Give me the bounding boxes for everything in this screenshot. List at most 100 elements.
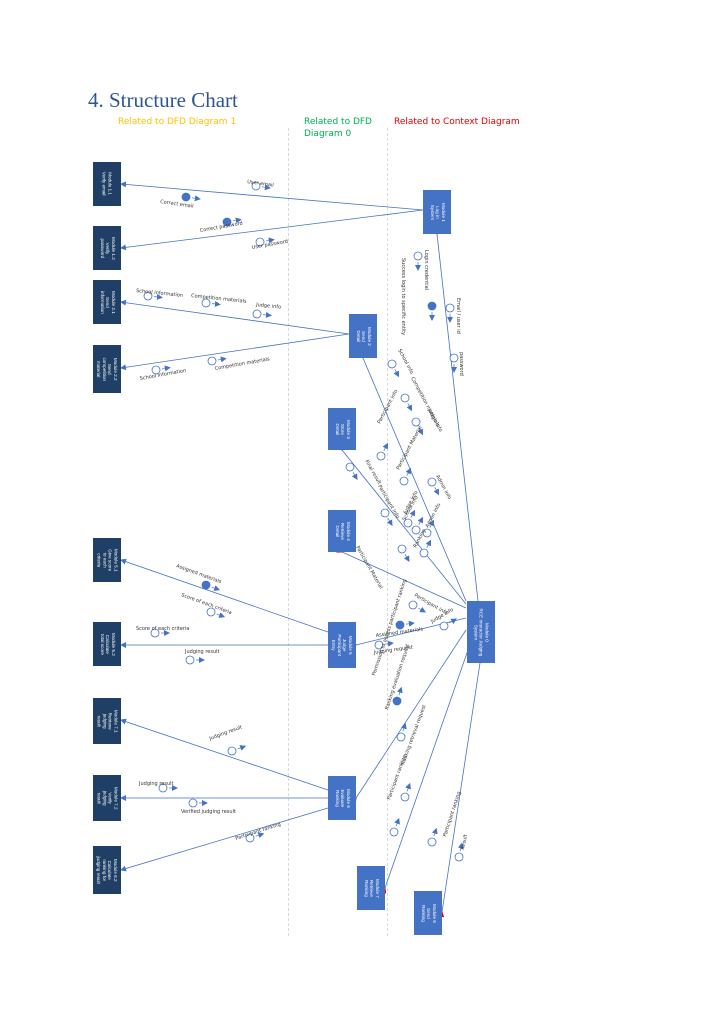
couple-arrow	[262, 311, 272, 318]
module-label: Module 4 Retrieve Detail	[334, 521, 351, 541]
couple-label: Judging result	[208, 724, 243, 742]
connection-line	[120, 333, 350, 371]
couple-label: Judge info	[255, 302, 282, 311]
connection-line	[380, 649, 469, 894]
data-couple: School info	[387, 348, 414, 378]
couple-arrow	[211, 300, 221, 307]
couple-label: School information	[139, 368, 186, 382]
module-7-2[interactable]: Module 7.2 Verify judging result	[93, 775, 121, 821]
data-couple: Success login to specific entity	[400, 258, 437, 335]
couple-circle	[397, 544, 407, 554]
connection-line	[120, 718, 329, 791]
connection-line	[350, 629, 467, 804]
column-label-dfd1: Related to DFD Diagram 1	[118, 117, 237, 127]
module-5-1[interactable]: Module 5.1 Give score to each criteria	[93, 538, 121, 582]
couple-label: Assigned materials	[175, 563, 222, 585]
connection-line	[358, 352, 467, 602]
module-label: Module 2 Send Detail	[355, 326, 372, 346]
couple-arrow	[393, 369, 400, 378]
couple-label: Judging result	[138, 781, 173, 787]
couple-circle	[399, 476, 409, 486]
module-1-1[interactable]: Module 1.1 Verify email	[93, 162, 121, 206]
module-7[interactable]: Module 7 Retrieve Ranking	[357, 866, 385, 910]
module-7-1[interactable]: Module 7.1 Retrieve judging result	[93, 698, 121, 744]
couple-label: Participant ranking	[442, 791, 462, 838]
data-couple: Judging result	[184, 649, 219, 665]
connection-line	[336, 547, 467, 609]
module-label: Module 2.2 Send competition material	[96, 357, 119, 381]
couple-circle	[408, 600, 418, 610]
data-couple: Correct email	[160, 192, 201, 210]
couple-arrow	[237, 745, 247, 751]
couple-circle	[245, 833, 255, 843]
module-label: Module 0 RCE Interactor Judging System	[473, 608, 490, 656]
couple-arrow	[406, 403, 413, 412]
data-couple: User password	[251, 237, 289, 251]
data-couple: Login credential	[413, 250, 429, 290]
data-couple: Competition materials	[207, 356, 271, 372]
couple-circle	[374, 640, 384, 650]
couple-arrow	[428, 519, 435, 528]
couple-arrow	[161, 365, 171, 372]
couple-label: Competition materials	[191, 293, 247, 305]
couple-circle	[439, 621, 449, 631]
couple-circle	[206, 607, 216, 617]
couple-label: Admin info	[434, 474, 452, 501]
module-label: Module 7.1 Retrieve judging result	[96, 709, 119, 733]
module-label: Module 5.2 Calculate total score	[99, 632, 116, 656]
module-8[interactable]: Module 8 Send Ranking	[414, 891, 442, 935]
couple-circle	[251, 181, 261, 191]
couple-arrow	[384, 640, 394, 647]
couple-arrow	[449, 618, 457, 625]
module-2-1[interactable]: Module 2.1 Send information	[93, 280, 121, 324]
module-1-2[interactable]: Module 1.2 Verify password	[93, 226, 121, 270]
module-3[interactable]: Module 3 Store Detail	[328, 408, 356, 450]
module-0[interactable]: Module 0 RCE Interactor Judging System	[467, 601, 495, 663]
couple-arrow	[265, 237, 275, 244]
data-couple: Participant Material	[395, 425, 424, 486]
data-couple: Participant ranking	[427, 791, 463, 847]
couple-circle	[207, 356, 217, 366]
data-couple: Score of each criteria	[136, 626, 189, 638]
couple-arrow	[394, 817, 400, 827]
couple-label: Participant ranking	[235, 822, 282, 842]
module-5-2[interactable]: Module 5.2 Calculate total score	[93, 622, 121, 666]
couple-arrow	[431, 827, 438, 837]
module-label: Module 1 Log in System	[429, 202, 446, 222]
data-couple: Result	[454, 834, 469, 862]
couple-circle	[255, 237, 265, 247]
data-couple: Judge info	[252, 302, 282, 319]
module-5[interactable]: Module 5 Judge Participant Entry	[328, 622, 356, 668]
module-6-2[interactable]: Module 6.2 Calculate ranking for judging…	[93, 846, 121, 894]
couple-circle	[387, 359, 397, 369]
couple-label: Verified judging result	[181, 809, 236, 815]
couple-arrow	[382, 442, 389, 451]
couple-circle	[185, 655, 195, 665]
couple-circle	[227, 746, 237, 756]
column-label-context: Related to Context Diagram	[394, 117, 520, 127]
couple-label: Competition materials	[214, 356, 270, 372]
module-6[interactable]: Module 6 Evaluate Ranking	[328, 776, 356, 820]
couple-circle	[454, 852, 464, 862]
module-2[interactable]: Module 2 Send Detail	[349, 314, 377, 358]
couple-arrow	[425, 539, 432, 548]
module-label: Module 5 Judge Participant Entry	[331, 634, 354, 656]
couple-circle	[419, 548, 429, 558]
couple-circle	[389, 827, 399, 837]
module-4[interactable]: Module 4 Retrieve Detail	[328, 510, 356, 552]
couple-arrow	[255, 832, 265, 839]
couple-circle	[395, 620, 405, 630]
couple-arrow	[191, 195, 201, 202]
module-label: Module 3 Store Detail	[334, 419, 351, 439]
couple-circle	[400, 393, 410, 403]
couple-circle	[380, 508, 390, 518]
couple-label: Email / user id	[455, 298, 461, 334]
connection-line	[438, 662, 481, 918]
module-2-2[interactable]: Module 2.2 Send competition material	[93, 345, 121, 393]
module-label: Module 2.1 Send information	[99, 290, 116, 314]
couple-arrow	[211, 585, 221, 591]
module-label: Module 5.1 Give score to each criteria	[96, 548, 119, 572]
data-couple: Final result	[345, 459, 382, 486]
module-1[interactable]: Module 1 Log in System	[423, 190, 451, 234]
